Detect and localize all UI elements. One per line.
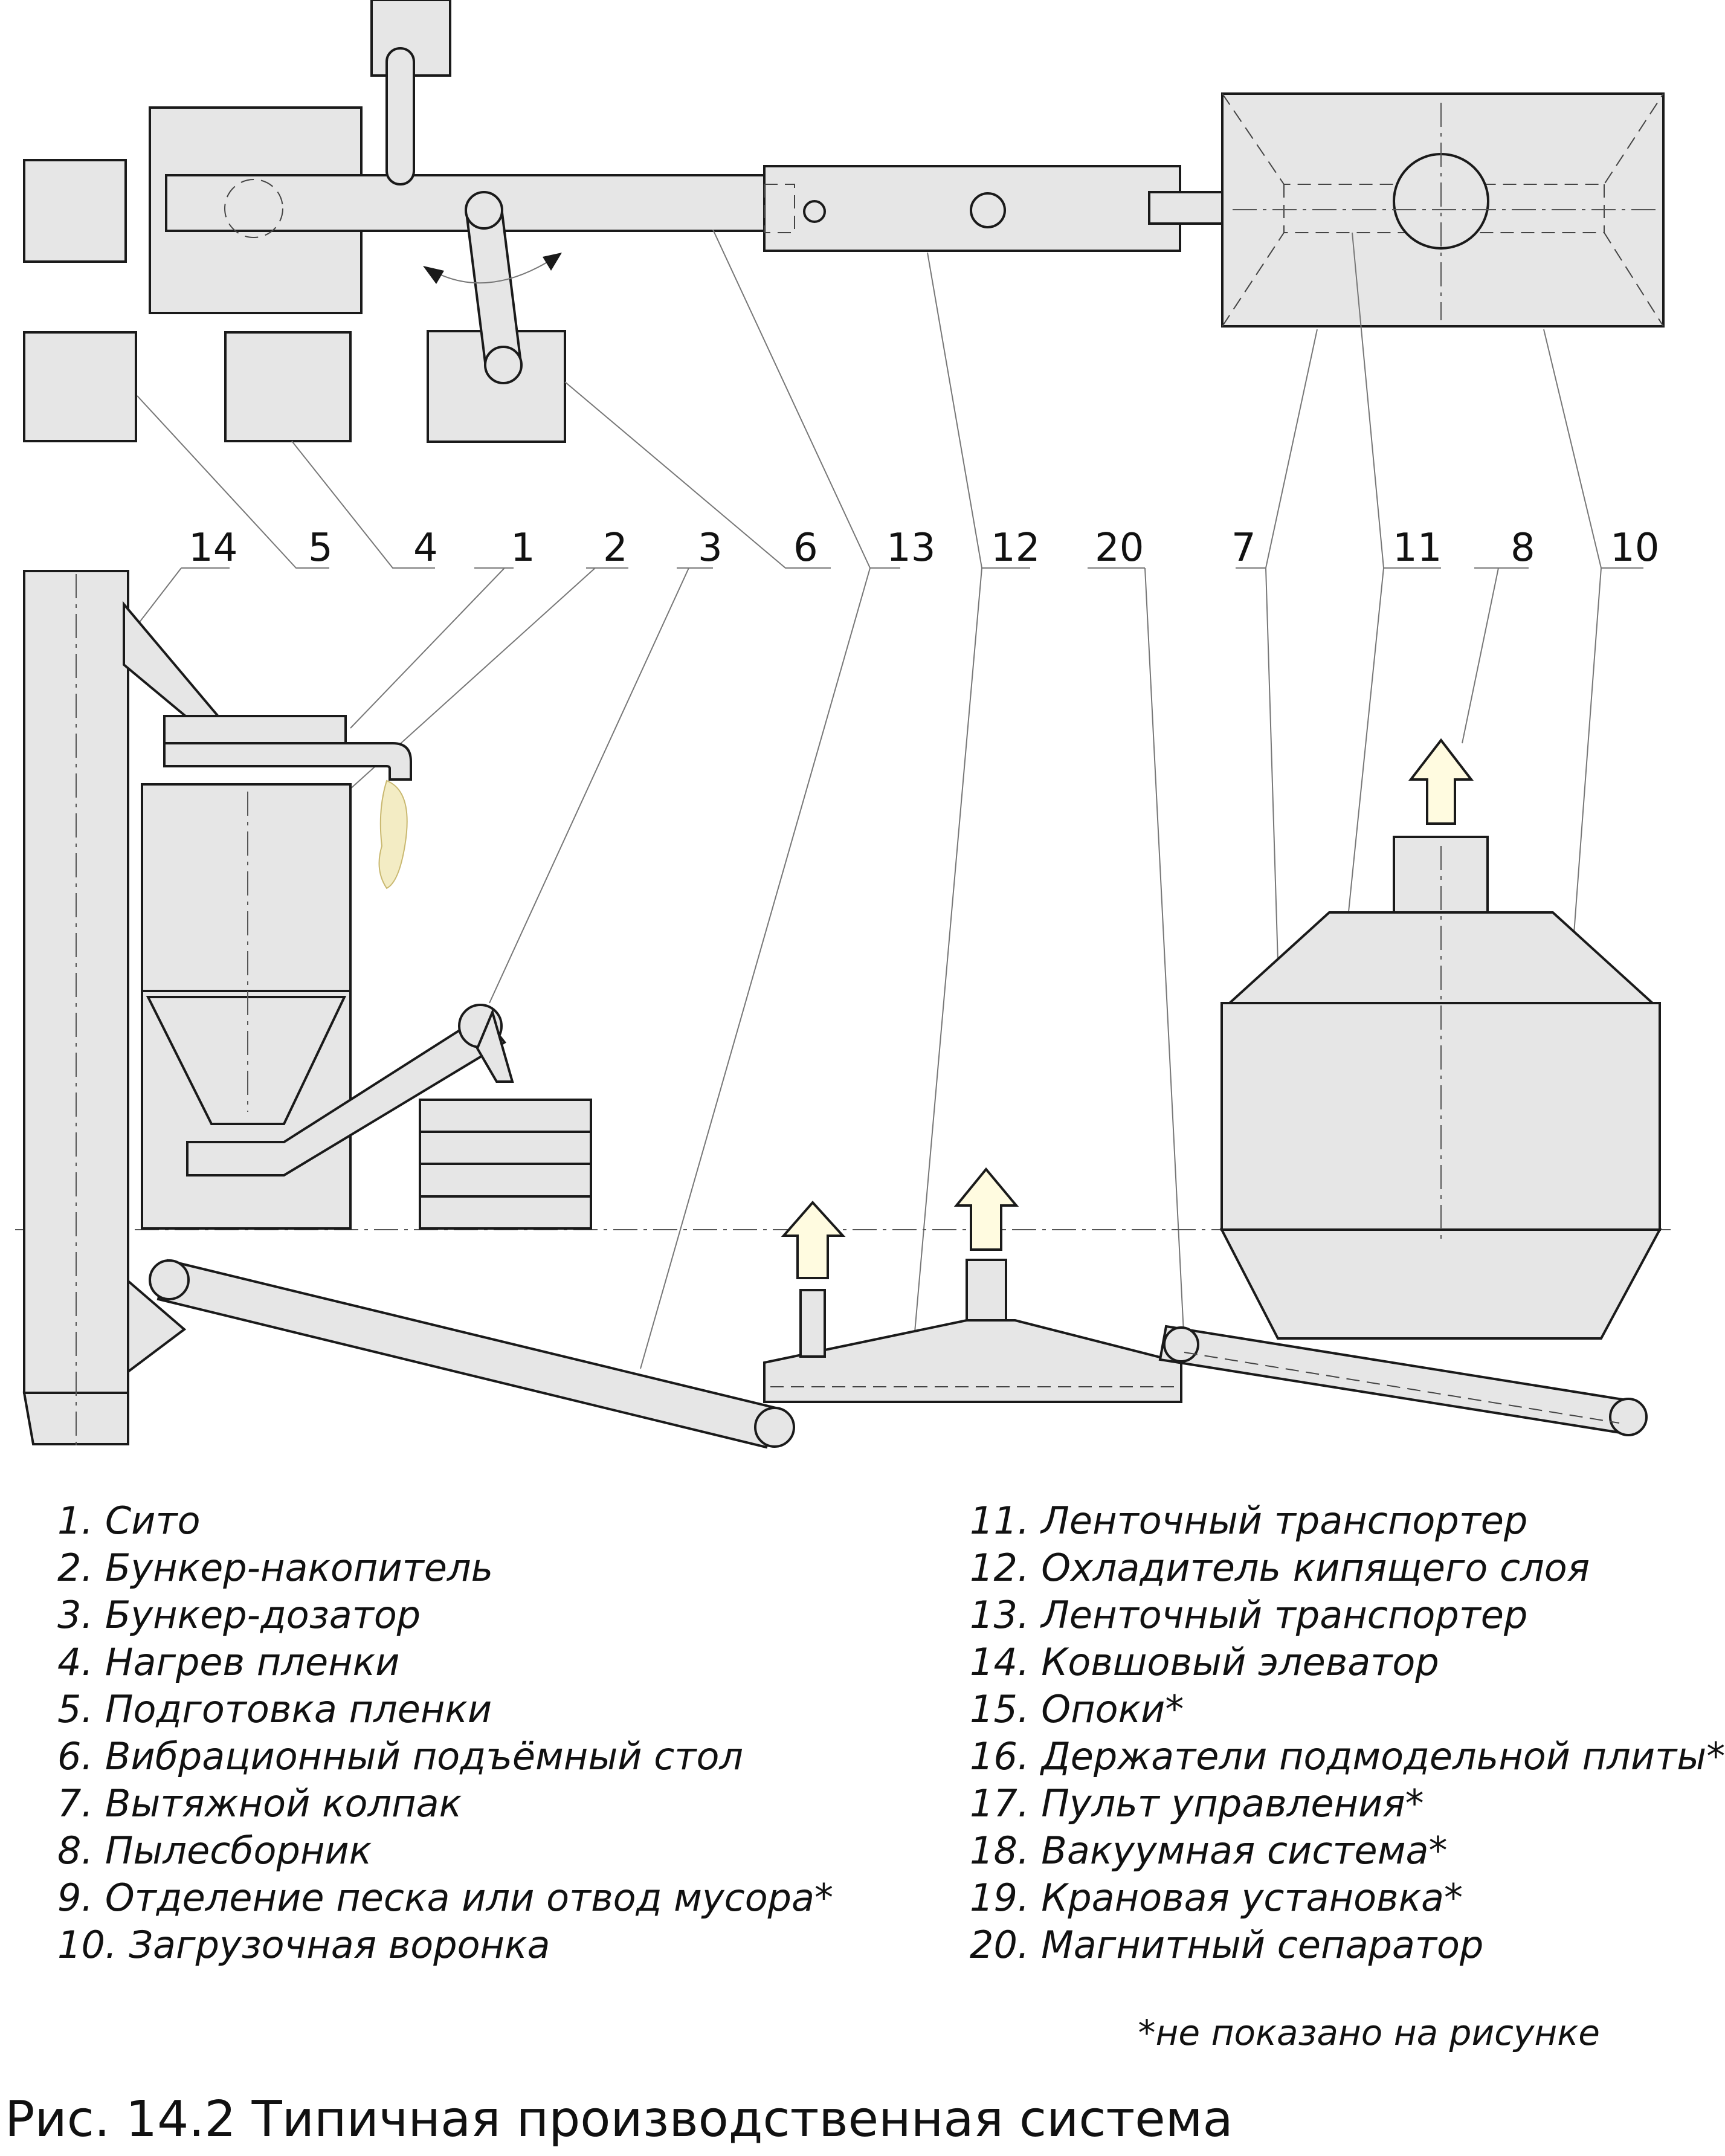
legend-item: 2. Бункер-накопитель — [57, 1546, 494, 1590]
callout-20: 20 — [1095, 526, 1144, 570]
exhaust-arrow-right — [953, 1167, 1019, 1251]
callout-5: 5 — [308, 526, 333, 570]
legend-item: 17. Пульт управления* — [970, 1781, 1424, 1825]
film-heating-box — [224, 331, 352, 442]
legend-item: 1. Сито — [57, 1499, 201, 1543]
legend-item: 18. Вакуумная система* — [970, 1828, 1448, 1873]
legend-item: 5. Подготовка пленки — [57, 1687, 492, 1731]
callout-10: 10 — [1610, 526, 1659, 570]
process-diagram: 14 5 4 1 2 3 6 13 12 20 7 11 8 10 — [15, 0, 1671, 1450]
legend-item: 12. Охладитель кипящего слоя — [970, 1546, 1590, 1590]
callout-6: 6 — [793, 526, 818, 570]
footnote: *не показано на рисунке — [1138, 2012, 1600, 2053]
callout-7: 7 — [1231, 526, 1256, 570]
plan-view — [23, 0, 1665, 443]
figure-caption: Рис. 14.2 Типичная производственная сист… — [5, 2091, 1233, 2148]
legend-item: 10. Загрузочная воронка — [57, 1923, 550, 1967]
dust-exhaust-arrow — [1408, 738, 1474, 825]
exhaust-arrow-left — [781, 1200, 846, 1279]
callout-12: 12 — [991, 526, 1040, 570]
callout-2: 2 — [603, 526, 628, 570]
callout-1: 1 — [511, 526, 535, 570]
legend-item: 11. Ленточный транспортер — [970, 1499, 1528, 1543]
magnetic-separator-conveyor — [1158, 1325, 1648, 1436]
legend-item: 20. Магнитный сепаратор — [970, 1923, 1484, 1967]
exhaust-hood — [1219, 738, 1662, 1340]
legend-item: 3. Бункер-дозатор — [57, 1593, 421, 1637]
elevation-view — [15, 570, 1671, 1450]
callout-labels: 14 5 4 1 2 3 6 13 12 20 7 11 8 10 — [189, 526, 1659, 570]
legend-item: 6. Вибрационный подъёмный стол — [57, 1734, 744, 1778]
callout-11: 11 — [1393, 526, 1442, 570]
legend-item: 7. Вытяжной колпак — [57, 1781, 462, 1825]
callout-8: 8 — [1511, 526, 1535, 570]
production-system-figure: 14 5 4 1 2 3 6 13 12 20 7 11 8 10 — [5, 0, 1725, 2148]
legend-left-column: 1. Сито 2. Бункер-накопитель 3. Бункер-д… — [57, 1497, 833, 1969]
legend-item: 4. Нагрев пленки — [57, 1640, 400, 1684]
fluid-bed-cooler — [763, 1167, 1182, 1403]
callout-3: 3 — [698, 526, 723, 570]
legend-right-column: 11. Ленточный транспортер 12. Охладитель… — [970, 1497, 1725, 1969]
callout-13: 13 — [886, 526, 935, 570]
belt-conveyor-13 — [149, 1259, 795, 1449]
legend-item: 15. Опоки* — [970, 1687, 1184, 1731]
legend-item: 13. Ленточный транспортер — [970, 1593, 1528, 1637]
film-preparation-box — [23, 159, 127, 263]
legend-item: 16. Держатели подмодельной плиты* — [970, 1734, 1725, 1778]
sieve-chute — [163, 715, 412, 889]
legend-item: 14. Ковшовый элеватор — [970, 1640, 1439, 1684]
plan-swivel-conveyor — [465, 191, 523, 384]
legend-item: 19. Крановая установка* — [970, 1876, 1463, 1920]
dosing-conveyor — [186, 1004, 514, 1176]
plan-fluid-bed-cooler — [763, 165, 1181, 252]
vibration-table — [419, 1099, 592, 1230]
callout-4: 4 — [413, 526, 438, 570]
sand-stream — [378, 779, 408, 889]
legend-item: 8. Пылесборник — [57, 1828, 372, 1873]
plan-vertical-pipe — [385, 47, 415, 186]
legend-item: 9. Отделение песка или отвод мусора* — [57, 1876, 834, 1920]
callout-14: 14 — [189, 526, 237, 570]
plan-box-small-left — [23, 331, 137, 442]
